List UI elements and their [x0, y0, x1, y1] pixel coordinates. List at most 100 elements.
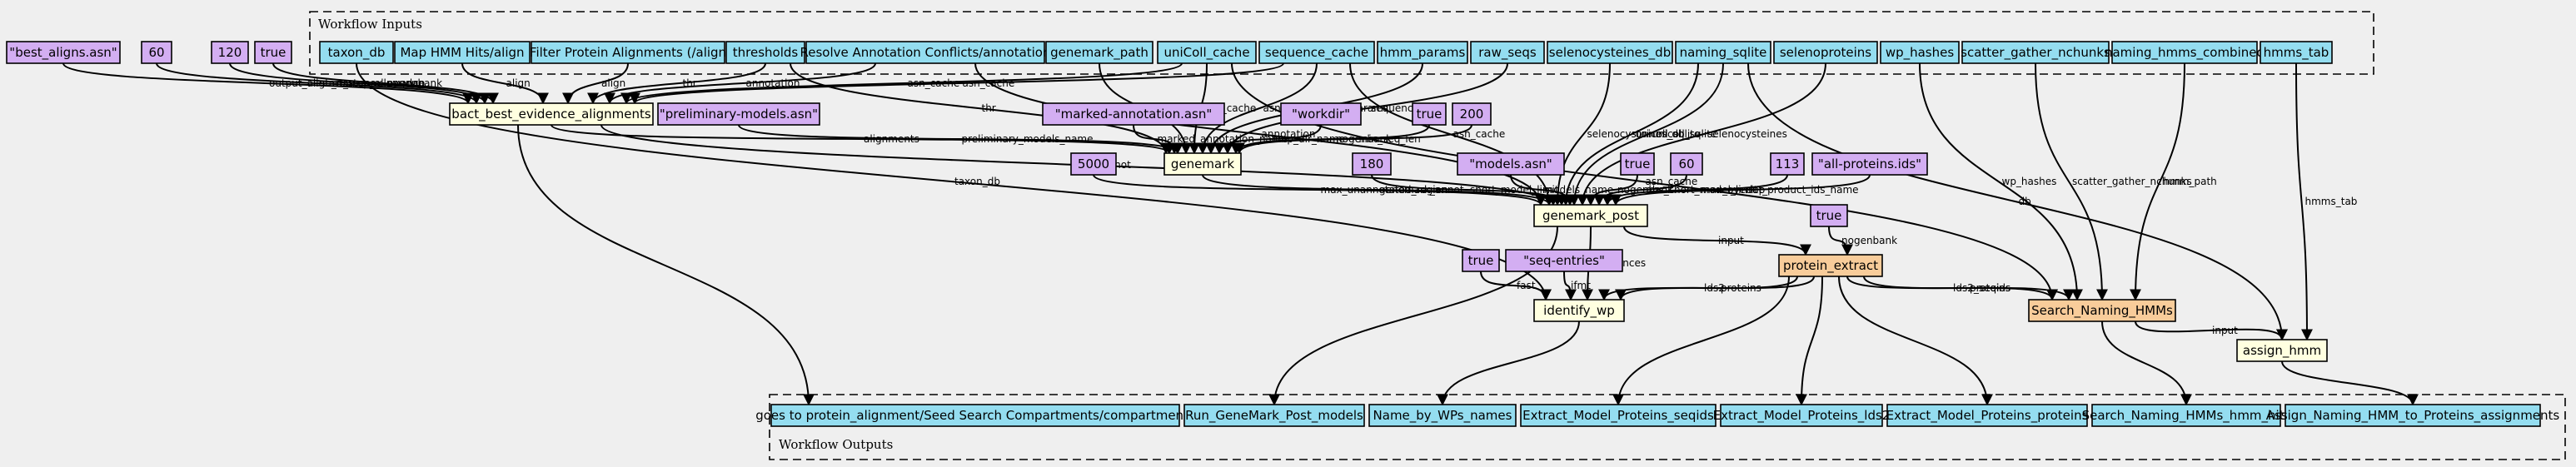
- node-label: Extract_Model_Proteins_lds2: [1713, 408, 1891, 424]
- edge-s_protein-to-o_lds2: [1796, 276, 1823, 406]
- node-c-true-e[interactable]: true: [1462, 249, 1500, 272]
- edge-label: ifmt: [1571, 280, 1591, 291]
- edge-label: taxon_db: [954, 176, 1000, 187]
- node-o-rungm[interactable]: Run_GeneMark_Post_models: [1183, 404, 1365, 427]
- edge-label: lds2: [1704, 282, 1725, 294]
- node-in-seleno-db[interactable]: selenocysteines_db: [1547, 41, 1673, 64]
- node-in-map-hmm[interactable]: Map HMM Hits/align: [394, 41, 531, 64]
- edge-label: nogenbank: [1841, 235, 1897, 246]
- node-in-hmm-params[interactable]: hmm_params: [1377, 41, 1468, 64]
- node-c-200[interactable]: 200: [1452, 102, 1492, 126]
- node-in-selenoproteins[interactable]: selenoproteins: [1773, 41, 1878, 64]
- edge-s_bact-to-o_compart: [517, 124, 815, 406]
- edge-label: short_model_limit: [1470, 184, 1559, 196]
- edge-label: sequences: [1371, 102, 1424, 114]
- edge-in_seleno_db-to-s_post: [1552, 62, 1611, 206]
- edge-in_filter_prot-to-s_bact: [562, 62, 629, 105]
- edge-in_wp_hashes-to-s_search: [1919, 62, 2083, 301]
- edge-label: max_unannotated_region: [1321, 184, 1448, 196]
- edge-label: asn_cache: [1646, 176, 1698, 187]
- node-c-60a[interactable]: 60: [141, 41, 172, 64]
- node-in-naming-sqlite[interactable]: naming_sqlite: [1675, 41, 1771, 64]
- edge-label: genemark_annot: [1379, 184, 1464, 196]
- edge-label: thr: [683, 77, 697, 89]
- edge-in_unicoll-to-s_bact: [620, 62, 1183, 105]
- node-c-best-aligns[interactable]: "best_aligns.asn": [6, 41, 121, 64]
- node-label: true: [1816, 208, 1842, 223]
- node-c-113[interactable]: 113: [1770, 152, 1805, 176]
- node-c-seqentries[interactable]: "seq-entries": [1505, 249, 1623, 272]
- node-c-true-d[interactable]: true: [1810, 204, 1848, 227]
- node-s-search[interactable]: Search_Naming_HMMs: [2028, 299, 2176, 322]
- node-s-genemark[interactable]: genemark: [1163, 152, 1242, 176]
- node-label: raw_seqs: [1478, 45, 1537, 61]
- node-in-hmms-tab[interactable]: hmms_tab: [2260, 41, 2333, 64]
- node-in-genemark-path[interactable]: genemark_path: [1045, 41, 1153, 64]
- edge-label: thr: [982, 102, 996, 114]
- node-in-seq-cache[interactable]: sequence_cache: [1258, 41, 1375, 64]
- edge-label: wp_hashes: [2002, 176, 2057, 187]
- node-in-wp-hashes[interactable]: wp_hashes: [1880, 41, 1960, 64]
- node-o-namewp[interactable]: Name_by_WPs_names: [1368, 404, 1517, 427]
- node-in-unicoll[interactable]: uniColl_cache: [1157, 41, 1257, 64]
- node-label: sequence_cache: [1265, 45, 1368, 61]
- edge-s_bact-to-s_genemark: [551, 124, 1175, 155]
- node-in-thresholds[interactable]: thresholds: [725, 41, 805, 64]
- edge-label: db: [2019, 196, 2031, 207]
- node-c-120[interactable]: 120: [211, 41, 249, 64]
- node-o-proteins[interactable]: Extract_Model_Proteins_proteins: [1886, 404, 2089, 427]
- edge-c_180-to-s_post: [1371, 174, 1567, 206]
- node-label: true: [1468, 253, 1494, 268]
- node-o-seqids[interactable]: Extract_Model_Proteins_seqids: [1520, 404, 1717, 427]
- node-in-naming-hmms[interactable]: naming_hmms_combined: [2105, 41, 2265, 64]
- edge-in_seq_cache-to-s_post: [1349, 62, 1555, 206]
- node-in-resolve[interactable]: Resolve Annotation Conflicts/annotation: [800, 41, 1051, 64]
- edge-c_60a-to-s_bact: [156, 62, 482, 105]
- node-c-allprot[interactable]: "all-proteins.ids": [1811, 152, 1928, 176]
- edge-label: asn_cache: [1453, 128, 1506, 140]
- node-in-raw-seqs[interactable]: raw_seqs: [1470, 41, 1545, 64]
- node-in-taxon-db[interactable]: taxon_db: [319, 41, 394, 64]
- node-c-180[interactable]: 180: [1352, 152, 1392, 176]
- node-s-protein[interactable]: protein_extract: [1778, 254, 1883, 277]
- node-in-scatter[interactable]: scatter_gather_nchunks: [1961, 41, 2110, 64]
- node-o-hits[interactable]: Search_Naming_HMMs_hmm_hits: [2082, 404, 2291, 427]
- node-label: genemark_path: [1050, 45, 1148, 61]
- node-c-60b[interactable]: 60: [1670, 152, 1703, 176]
- node-c-workdir[interactable]: "workdir": [1280, 102, 1362, 126]
- node-c-5000[interactable]: 5000: [1070, 152, 1117, 176]
- edge-c_prelim-to-s_genemark: [738, 124, 1183, 155]
- edge-in_naming_hmms-to-s_search: [2130, 62, 2185, 301]
- node-o-lds2[interactable]: Extract_Model_Proteins_lds2: [1713, 404, 1891, 427]
- node-label: protein_extract: [1783, 258, 1878, 274]
- node-label: 5000: [1078, 156, 1109, 171]
- edge-label: proteins: [1970, 282, 2010, 294]
- workflow-inputs-title: Workflow Inputs: [318, 17, 422, 32]
- node-o-compart[interactable]: goes to protein_alignment/Seed Search Co…: [755, 404, 1195, 427]
- node-o-assign[interactable]: Assign_Naming_HMM_to_Proteins_assignment…: [2266, 404, 2560, 427]
- edge-in_map_hmm-to-s_bact: [461, 62, 549, 105]
- node-c-prelim[interactable]: "preliminary-models.asn": [657, 102, 820, 126]
- edge-in_selenoproteins-to-s_post: [1577, 62, 1826, 206]
- node-label: genemark_post: [1542, 208, 1639, 224]
- node-c-true-a[interactable]: true: [254, 41, 292, 64]
- node-label: Run_GeneMark_Post_models: [1185, 408, 1363, 424]
- node-c-true-c[interactable]: true: [1620, 152, 1655, 176]
- node-label: Extract_Model_Proteins_seqids: [1522, 408, 1714, 424]
- node-in-filter-prot[interactable]: Filter Protein Alignments (/align: [530, 41, 726, 64]
- edge-labels-layer: output_align_namestart_stop_allowancemax…: [269, 77, 2357, 336]
- node-s-bact[interactable]: bact_best_evidence_alignments: [449, 102, 654, 126]
- edge-label: start_stop_allowance: [320, 77, 425, 89]
- edge-s_protein-to-o_seqids: [1612, 276, 1790, 406]
- node-label: scatter_gather_nchunks: [1961, 45, 2110, 61]
- node-label: "workdir": [1292, 107, 1350, 122]
- node-c-marked[interactable]: "marked-annotation.asn": [1042, 102, 1225, 126]
- node-s-post[interactable]: genemark_post: [1533, 204, 1648, 227]
- node-c-models[interactable]: "models.asn": [1457, 152, 1565, 176]
- node-s-identify[interactable]: identify_wp: [1533, 299, 1625, 322]
- node-s-assign[interactable]: assign_hmm: [2236, 339, 2328, 362]
- node-label: goes to protein_alignment/Seed Search Co…: [755, 408, 1195, 424]
- edge-c_true_a-to-s_bact: [272, 62, 499, 105]
- node-c-true-b[interactable]: true: [1412, 102, 1447, 126]
- edge-s_protein-to-o_proteins: [1838, 276, 1993, 406]
